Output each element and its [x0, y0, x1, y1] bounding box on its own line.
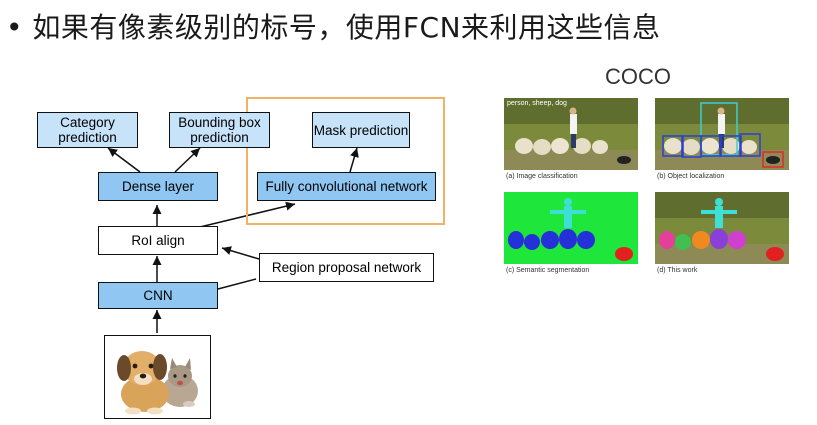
fcn-box: Fully convolutional network — [257, 172, 436, 201]
caption-d: (d) This work — [657, 267, 698, 274]
arrow-dense-category — [107, 147, 141, 173]
category-prediction-box: Category prediction — [37, 112, 138, 148]
puppy-kitten-illustration — [117, 351, 198, 415]
input-image — [104, 335, 211, 419]
bbox-prediction-box: Bounding box prediction — [169, 112, 270, 148]
coco-label: COCO — [605, 64, 671, 89]
line-cnn-rpn — [217, 278, 257, 290]
rpn-box: Region proposal network — [259, 253, 434, 282]
dense-layer-box: Dense layer — [98, 172, 218, 201]
cnn-box: CNN — [98, 282, 218, 309]
panel-this-work — [655, 192, 789, 264]
caption-c: (c) Semantic segmentation — [506, 267, 590, 274]
panel-object-localization — [655, 98, 789, 170]
classification-overlay-label: person, sheep, dog — [507, 100, 567, 107]
arrow-dense-bbox — [174, 147, 201, 173]
instance-mask — [655, 192, 789, 264]
caption-b: (b) Object localization — [657, 173, 725, 180]
caption-a: (a) Image classification — [506, 173, 578, 180]
panel-image-classification: person, sheep, dog — [504, 98, 638, 170]
slide-title: • 如果有像素级别的标号，使用FCN来利用这些信息 — [6, 11, 661, 44]
roi-align-box: RoI align — [98, 226, 218, 255]
arrow-fcn-mask — [349, 147, 359, 173]
localization-photo — [655, 98, 789, 170]
arrow-rpn-roi — [221, 246, 260, 260]
panel-semantic-segmentation — [504, 192, 638, 264]
fcn-highlight-frame — [246, 97, 445, 225]
mask-prediction-box: Mask prediction — [312, 112, 410, 148]
semantic-mask — [504, 192, 638, 264]
classification-photo — [504, 98, 638, 170]
